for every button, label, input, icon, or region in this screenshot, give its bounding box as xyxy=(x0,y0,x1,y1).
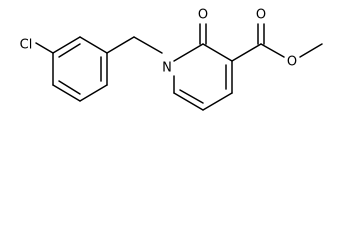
chlorine-bond xyxy=(35,42,54,54)
ch2-nitrogen-bond xyxy=(133,36,163,54)
structure-diagram: Cl N O O O xyxy=(20,8,323,111)
chlorophenyl-ring xyxy=(52,36,108,102)
pyridinone-ring xyxy=(173,43,233,111)
bond xyxy=(173,43,204,62)
ester-bond xyxy=(231,43,262,62)
chlorine-label: Cl xyxy=(20,38,33,53)
double-bond-inner xyxy=(179,89,204,104)
bond xyxy=(79,36,108,54)
bond xyxy=(79,84,108,102)
bond xyxy=(52,84,81,102)
bond xyxy=(173,92,204,111)
ester-ether-bond xyxy=(260,43,285,58)
carbonyl-oxygen-label: O xyxy=(198,8,208,23)
benzylic-bond xyxy=(106,36,135,54)
double-bond-inner xyxy=(58,80,81,95)
bond xyxy=(202,92,233,111)
methyl-bond xyxy=(299,43,323,58)
ester-ether-oxygen-label: O xyxy=(287,55,297,70)
bond xyxy=(202,43,233,62)
nitrogen-label: N xyxy=(162,61,172,76)
bond xyxy=(52,36,81,54)
double-bond-inner xyxy=(58,43,81,58)
ester-carbonyl-oxygen-label: O xyxy=(256,8,266,23)
